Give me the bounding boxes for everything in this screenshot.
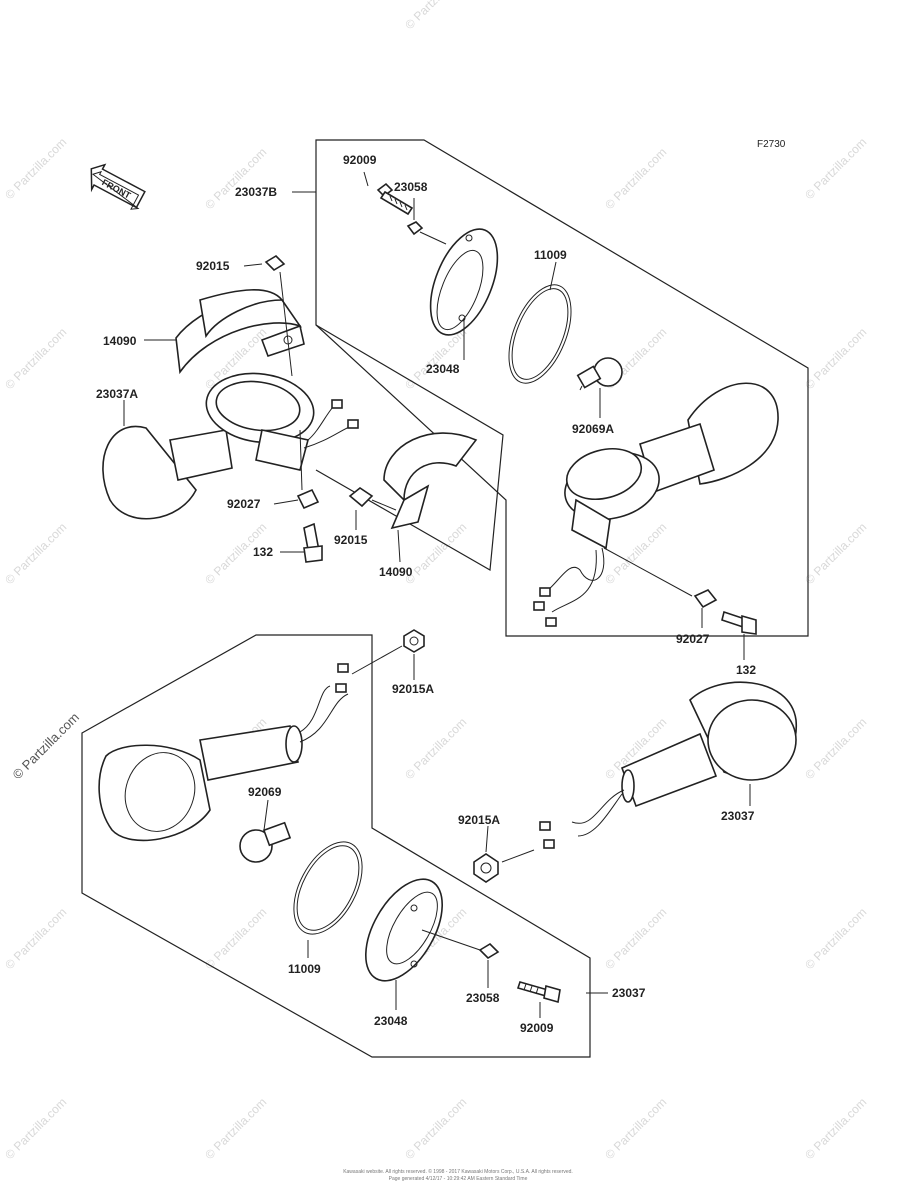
watermark: © Partzilla.com — [802, 135, 869, 202]
part-label: 92015A — [392, 682, 434, 696]
lens-23048-bottom — [365, 878, 443, 982]
part-label: 92015 — [196, 259, 230, 273]
part-label: 23037 — [721, 809, 755, 823]
collar-92027-right — [693, 589, 718, 609]
part-label: 92027 — [227, 497, 261, 511]
lens-23048-top — [429, 228, 499, 336]
part-label: 23037A — [96, 387, 138, 401]
part-label: 23048 — [374, 1014, 408, 1028]
watermark: © Partzilla.com — [602, 1095, 669, 1162]
bolt-132-left — [303, 522, 323, 563]
watermark-main: © Partzilla.com — [10, 710, 83, 783]
nut-23058-bottom — [478, 942, 500, 960]
watermark: © Partzilla.com — [2, 520, 69, 587]
part-label: 92015 — [334, 533, 368, 547]
part-label: 92015A — [458, 813, 500, 827]
watermark: © Partzilla.com — [602, 905, 669, 972]
turn-signal-body-lower-right — [539, 681, 797, 849]
gasket-11009-bottom — [293, 841, 363, 935]
part-label: 92009 — [343, 153, 377, 167]
watermark: © Partzilla.com — [802, 715, 869, 782]
part-label: 11009 — [534, 248, 567, 262]
part-label: 11009 — [288, 962, 321, 976]
assembly-frame-23037 — [81, 634, 591, 1058]
watermark: © Partzilla.com — [2, 905, 69, 972]
watermark: © Partzilla.com — [402, 0, 469, 32]
nut-92015A-mid — [473, 853, 499, 883]
leader-lines — [123, 171, 751, 1018]
bracket-14090-mid — [383, 432, 478, 530]
part-label: 132 — [736, 663, 756, 677]
front-arrow-icon: FRONT — [90, 163, 146, 210]
nut-92015-mid — [348, 487, 374, 508]
turn-signal-body-lower-left — [98, 663, 349, 842]
watermark-layer: © Partzilla.com © Partzilla.com © Partzi… — [2, 0, 869, 1162]
part-label: 132 — [253, 545, 273, 559]
part-label: 14090 — [103, 334, 137, 348]
bulb-92069A — [576, 357, 623, 391]
part-labels: 23037B 92009 23058 11009 92015 14090 230… — [96, 153, 756, 1035]
part-label: 92027 — [676, 632, 710, 646]
part-label: 92069A — [572, 422, 614, 436]
part-label: 92069 — [248, 785, 282, 799]
watermark: © Partzilla.com — [802, 325, 869, 392]
part-label: 23048 — [426, 362, 460, 376]
nut-92015-left — [264, 254, 286, 272]
bolt-92009-top — [376, 182, 414, 216]
watermark: © Partzilla.com — [202, 145, 269, 212]
part-label: 92009 — [520, 1021, 554, 1035]
footer-generated: Page generated 4/12/17 - 10:29:42 AM Eas… — [389, 1176, 528, 1182]
watermark: © Partzilla.com — [602, 145, 669, 212]
bolt-92009-bottom — [516, 981, 561, 1004]
figure-code: F2730 — [757, 139, 786, 150]
watermark: © Partzilla.com — [202, 1095, 269, 1162]
watermark: © Partzilla.com — [802, 905, 869, 972]
watermark: © Partzilla.com — [402, 1095, 469, 1162]
watermark: © Partzilla.com — [2, 325, 69, 392]
collar-92027-left — [296, 488, 320, 510]
part-label: 23037 — [612, 986, 646, 1000]
assembly-frame-23037B — [315, 139, 809, 637]
part-label: 23058 — [394, 180, 428, 194]
watermark: © Partzilla.com — [2, 1095, 69, 1162]
watermark: © Partzilla.com — [802, 520, 869, 587]
gasket-11009-top — [508, 284, 572, 384]
watermark: © Partzilla.com — [2, 135, 69, 202]
watermark: © Partzilla.com — [802, 1095, 869, 1162]
part-label: 23058 — [466, 991, 500, 1005]
turn-signal-body-right — [533, 382, 779, 627]
watermark: © Partzilla.com — [602, 520, 669, 587]
bolt-132-right — [721, 610, 757, 635]
watermark: © Partzilla.com — [402, 715, 469, 782]
nut-23058-top — [406, 221, 424, 236]
turn-signal-body-left — [102, 372, 359, 520]
part-label: 14090 — [379, 565, 413, 579]
bracket-14090-left — [175, 289, 305, 375]
nut-92015A-top — [403, 629, 425, 653]
footer-copyright: Kawasaki website. All rights reserved. ©… — [343, 1168, 573, 1175]
watermark: © Partzilla.com — [202, 905, 269, 972]
part-label: 23037B — [235, 185, 277, 199]
bulb-92069 — [239, 821, 292, 863]
